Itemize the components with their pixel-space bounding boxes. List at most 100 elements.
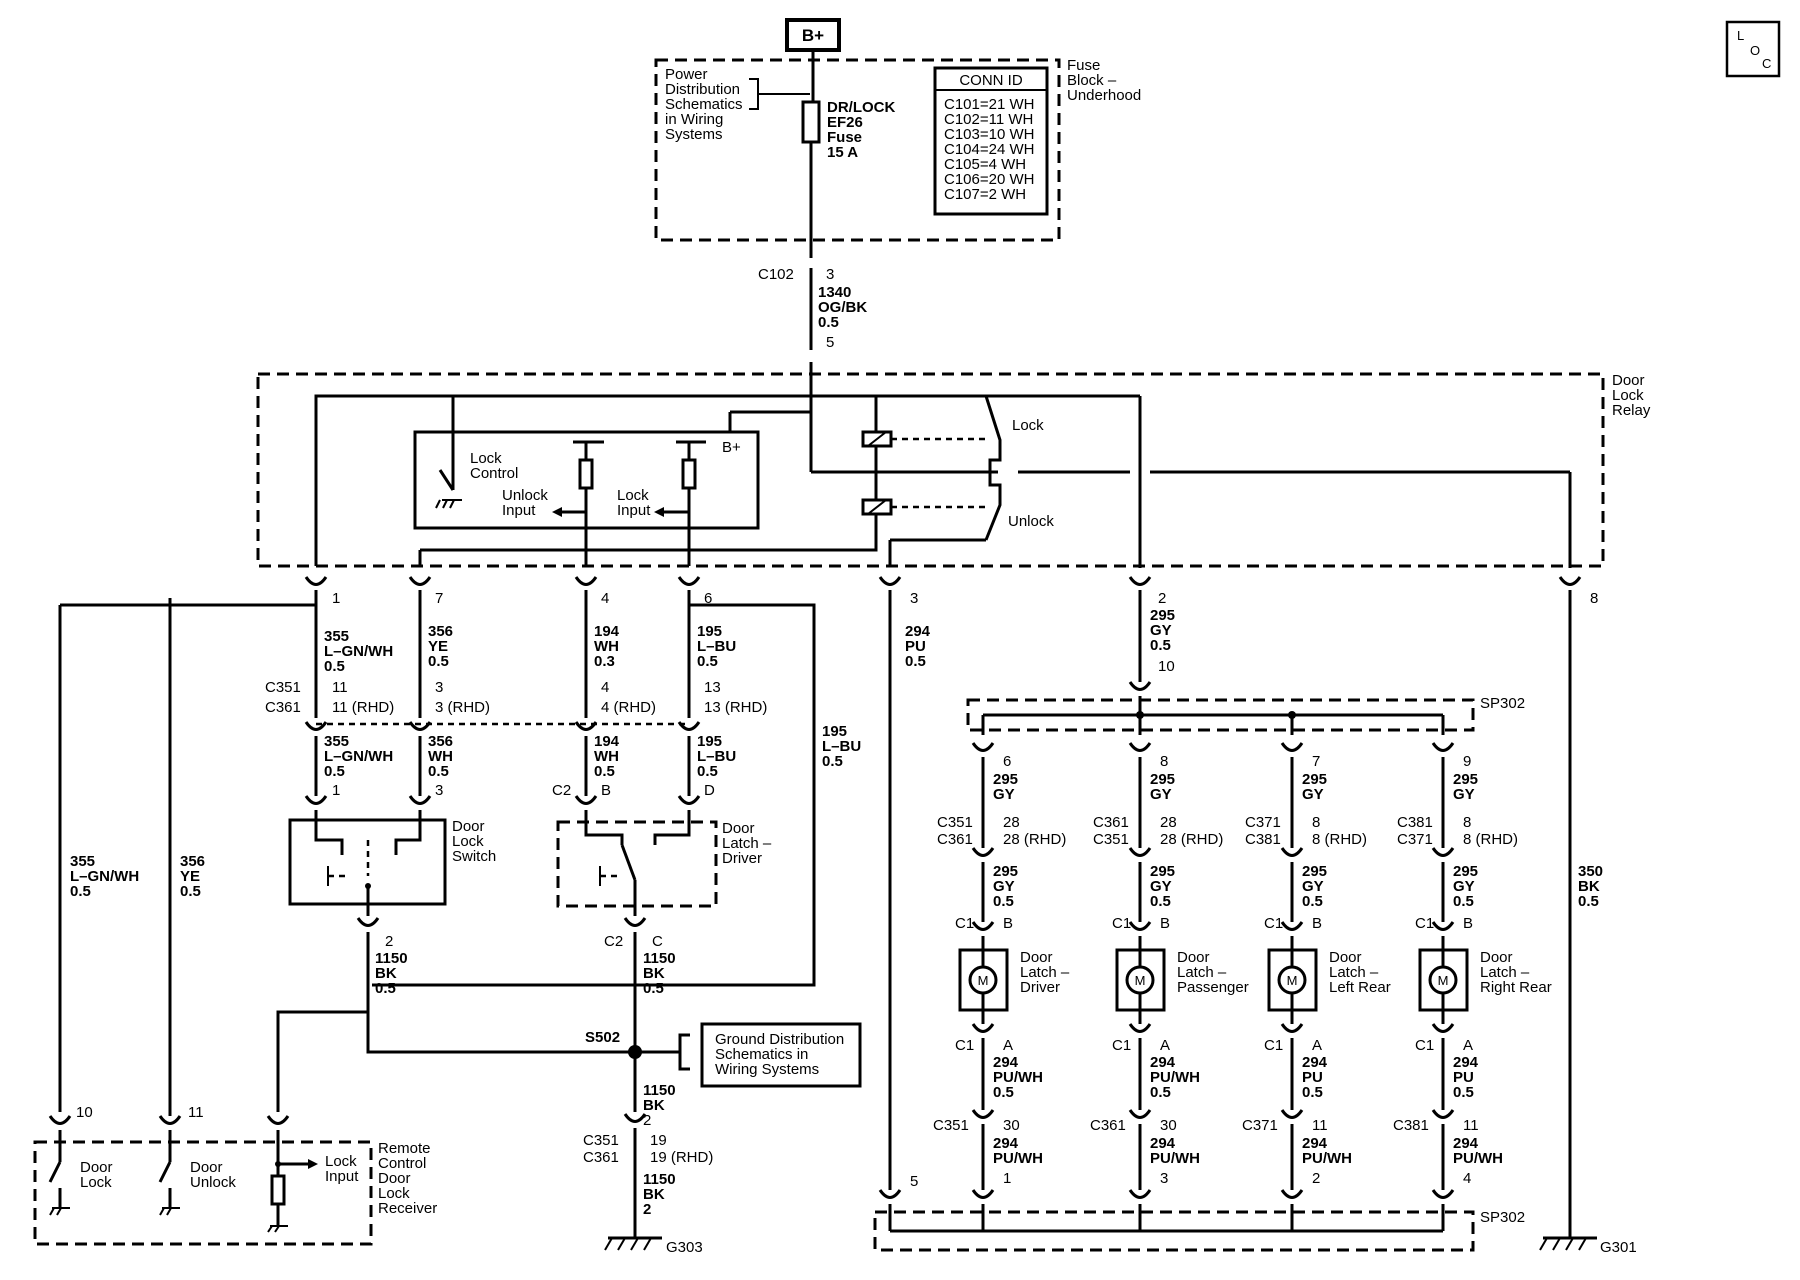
schematic-label: Relay [1612,402,1651,419]
schematic-label: 294 [1150,1054,1176,1071]
schematic-label: 294 [1453,1135,1479,1152]
schematic-label: 0.5 [70,883,91,900]
loc-badge: L O C [1725,20,1781,78]
schematic-label: 294 [993,1054,1019,1071]
schematic-label: Unlock [190,1174,236,1191]
schematic-label: SP302 [1480,1209,1525,1226]
schematic-label: 295 [1302,771,1327,788]
schematic-label: 294 [1302,1135,1328,1152]
schematic-label: 1 [1003,1170,1011,1187]
schematic-label: C361 [1093,814,1129,831]
schematic-label: GY [1453,878,1475,895]
schematic-label: C351 [1093,831,1129,848]
schematic-label: C371 [1242,1117,1278,1134]
schematic-label: BK [643,1186,665,1203]
latch-driver: 6 295 GY C351 C361 28 28 (RHD) 295 GY 0.… [933,742,1070,1231]
schematic-label: GY [1453,786,1475,803]
schematic-label: C106=20 WH [944,171,1034,188]
schematic-label: Switch [452,848,496,865]
schematic-label: 4 (RHD) [601,699,656,716]
schematic-label: 356 [428,623,453,640]
schematic-label: Latch – [1329,964,1379,981]
schematic-label: C351 [265,679,301,696]
schematic-label: 1 [332,590,340,607]
schematic-label: C2 [552,782,571,799]
schematic-label: Input [617,502,651,519]
schematic-label: BK [1578,878,1600,895]
schematic-label: C381 [1397,814,1433,831]
schematic-label: C361 [937,831,973,848]
schematic-label: GY [1150,622,1172,639]
schematic-label: Fuse [1067,57,1100,74]
schematic-label: C1 [1112,1037,1131,1054]
schematic-label: M [1287,973,1298,988]
schematic-label: Door [1020,949,1053,966]
schematic-label: 295 [993,771,1018,788]
schematic-label: Lock [452,833,484,850]
schematic-label: 30 [1160,1117,1177,1134]
schematic-label: Receiver [378,1200,437,1217]
schematic-label: 0.5 [1150,893,1171,910]
schematic-label: WH [594,638,619,655]
schematic-label: C351 [933,1117,969,1134]
schematic-label: PU/WH [1150,1150,1200,1167]
left-long-wires: 355 L–GN/WH 0.5 356 YE 0.5 [70,853,205,900]
schematic-label: 8 [1160,753,1168,770]
schematic-label: Latch – [1177,964,1227,981]
schematic-label: 0.5 [697,653,718,670]
schematic-label: Latch – [722,835,772,852]
schematic-label: C1 [1415,1037,1434,1054]
schematic-label: B+ [802,26,824,45]
schematic-label: C2 [604,933,623,950]
schematic-label: GY [1150,786,1172,803]
schematic-label: 0.5 [180,883,201,900]
relay-pins: 1 7 4 6 3 2 8 [304,576,1598,607]
schematic-label: L–GN/WH [324,643,393,660]
schematic-label: 294 [905,623,931,640]
schematic-label: PU/WH [1150,1069,1200,1086]
schematic-label: 0.5 [993,1084,1014,1101]
schematic-label: L [1737,28,1744,43]
schematic-label: Passenger [1177,979,1249,996]
schematic-label: 6 [704,590,712,607]
fuse-icon [801,100,821,144]
schematic-label: SP302 [1480,695,1525,712]
schematic-label: Distribution [665,81,740,98]
schematic-label: 28 [1160,814,1177,831]
schematic-label: Control [470,465,518,482]
schematic-label: 2 [385,933,393,950]
schematic-label: 6 [1003,753,1011,770]
schematic-label: 28 [1003,814,1020,831]
schematic-label: S502 [585,1029,620,1046]
ground-icon [604,1236,662,1251]
schematic-label: 8 (RHD) [1312,831,1367,848]
schematic-label: 3 (RHD) [435,699,490,716]
schematic-label: Fuse [827,129,862,146]
schematic-label: 8 (RHD) [1463,831,1518,848]
schematic-label: B [1160,915,1170,932]
schematic-label: Unlock [502,487,548,504]
sp302-bottom: SP302 5 [873,1173,1525,1252]
latch-right-rear: 9 295 GY C381 C371 8 8 (RHD) 295 GY 0.5 … [1393,742,1552,1231]
schematic-label: 5 [910,1173,918,1190]
conn-id-table: CONN ID C101=21 WH C102=11 WH C103=10 WH… [933,66,1049,216]
schematic-label: 13 [704,679,721,696]
schematic-label: GY [1302,786,1324,803]
schematic-label: 7 [1312,753,1320,770]
schematic-label: 10 [76,1104,93,1121]
schematic-label: 8 [1312,814,1320,831]
schematic-label: A [1312,1037,1322,1054]
schematic-label: DR/LOCK [827,99,895,116]
fuse-block-outline [654,58,1061,242]
door-lock-relay: Door Lock Relay B+ Lock Control [256,372,1651,568]
fuse-ef26: DR/LOCK EF26 Fuse 15 A [801,99,895,161]
schematic-label: B [601,782,611,799]
ground-icon [159,1207,180,1216]
schematic-label: B+ [722,439,741,456]
schematic-label: C1 [1264,915,1283,932]
schematic-label: 8 [1590,590,1598,607]
schematic-label: C1 [1415,915,1434,932]
relay-outline [256,372,1605,568]
schematic-label: C361 [583,1149,619,1166]
